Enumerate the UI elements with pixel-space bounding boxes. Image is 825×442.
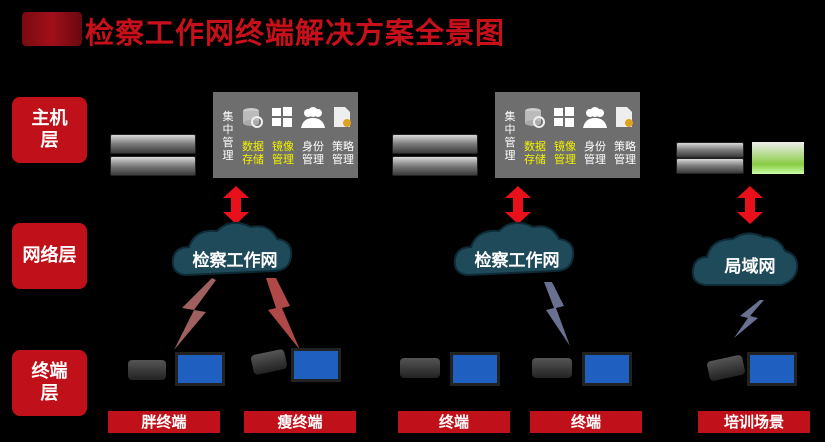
logo-blur <box>22 12 82 46</box>
client-icon <box>400 358 440 378</box>
document-icon <box>613 106 635 132</box>
database-icon <box>523 106 545 132</box>
terminal-label: 胖终端 <box>108 411 220 433</box>
layer-terminal: 终端层 <box>12 350 87 416</box>
users-icon <box>583 106 607 132</box>
double-arrow-icon <box>737 186 763 224</box>
terminal-label: 培训场景 <box>698 411 810 433</box>
server-icon <box>110 156 196 176</box>
windows-icon <box>553 106 575 132</box>
monitor-icon <box>291 348 341 382</box>
panel-item-label: 数据存储 <box>524 140 546 166</box>
monitor-icon <box>175 352 225 386</box>
cloud-label: 局域网 <box>724 257 776 277</box>
panel-item-label: 数据存储 <box>242 140 264 166</box>
server-icon <box>110 134 196 154</box>
server-icon <box>392 134 478 154</box>
fat-client-icon <box>128 360 166 380</box>
monitor-icon <box>582 352 632 386</box>
screenshot-thumbnail <box>752 142 804 174</box>
panel-item-label: 身份管理 <box>302 140 324 166</box>
monitor-icon <box>747 352 797 386</box>
lightning-icon <box>734 300 764 338</box>
lightning-icon <box>266 278 300 350</box>
layer-host: 主机层 <box>12 97 87 163</box>
management-panel: 集中管理数据存储镜像管理身份管理策略管理 <box>495 92 640 178</box>
layer-label: 网络层 <box>22 245 77 266</box>
cloud-icon <box>691 232 799 286</box>
document-icon <box>331 106 353 132</box>
users-icon <box>301 106 325 132</box>
double-arrow-icon <box>223 186 249 224</box>
cloud-label: 检察工作网 <box>474 251 560 271</box>
cloud-icon <box>453 221 575 277</box>
lightning-icon <box>544 282 570 346</box>
server-icon <box>676 142 744 158</box>
panel-item-label: 策略管理 <box>614 140 636 166</box>
client-icon <box>532 358 572 378</box>
cloud-icon <box>171 221 293 277</box>
cloud-label: 检察工作网 <box>192 251 278 271</box>
layer-network: 网络层 <box>12 223 87 289</box>
panel-item-label: 策略管理 <box>332 140 354 166</box>
panel-item-label: 镜像管理 <box>554 140 576 166</box>
panel-item-label: 镜像管理 <box>272 140 294 166</box>
database-icon <box>241 106 263 132</box>
double-arrow-icon <box>505 186 531 224</box>
layer-label: 主机层 <box>31 108 68 151</box>
page-title: 检察工作网终端解决方案全景图 <box>85 16 506 50</box>
windows-icon <box>271 106 293 132</box>
central-management-label: 集中管理 <box>504 110 516 162</box>
monitor-icon <box>450 352 500 386</box>
server-icon <box>676 158 744 174</box>
central-management-label: 集中管理 <box>222 110 234 162</box>
terminal-label: 终端 <box>398 411 510 433</box>
server-icon <box>392 156 478 176</box>
terminal-label: 终端 <box>530 411 642 433</box>
lightning-icon <box>174 278 216 350</box>
terminal-label: 瘦终端 <box>244 411 356 433</box>
management-panel: 集中管理数据存储镜像管理身份管理策略管理 <box>213 92 358 178</box>
panel-item-label: 身份管理 <box>584 140 606 166</box>
layer-label: 终端层 <box>31 361 68 404</box>
